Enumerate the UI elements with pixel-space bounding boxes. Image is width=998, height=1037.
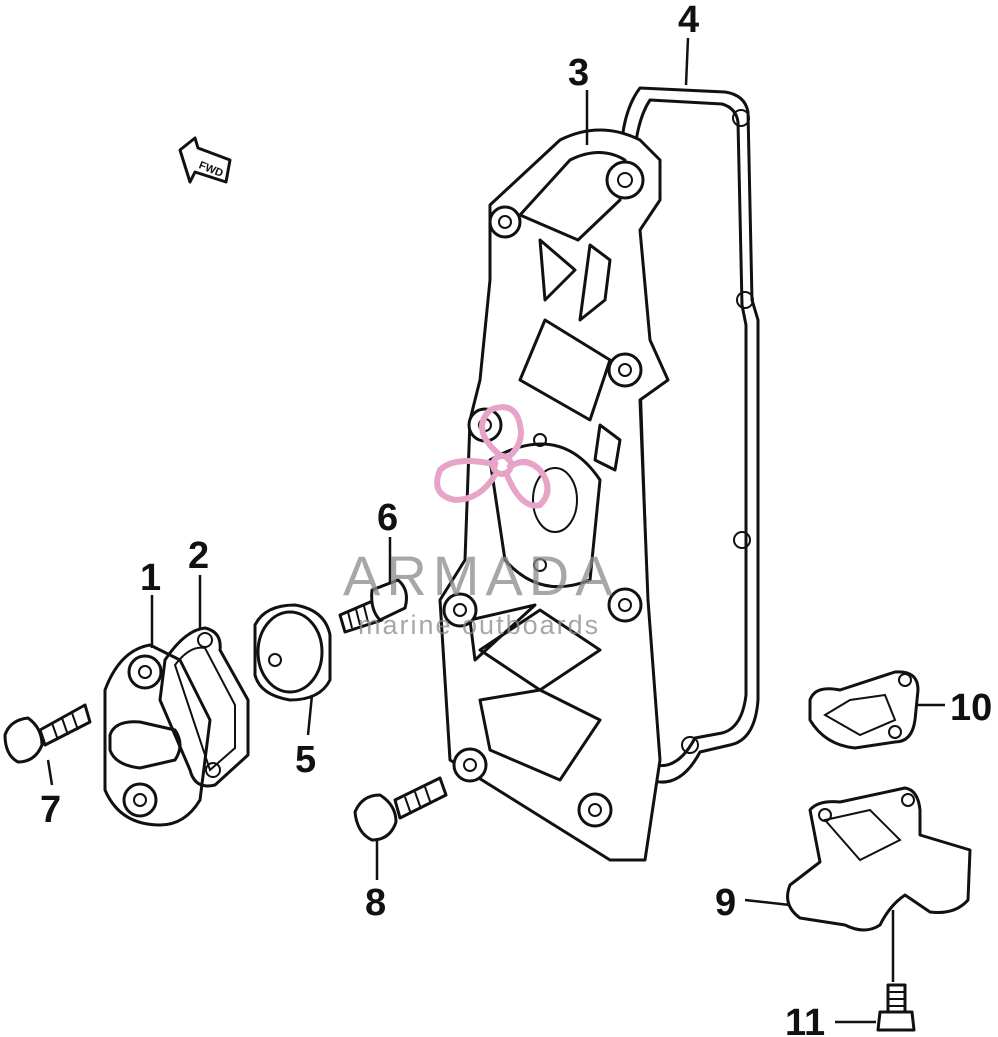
callout-11: 11 (785, 1002, 825, 1037)
callout-3: 3 (568, 52, 589, 94)
elbow-housing-part-9 (786, 786, 972, 932)
callout-7: 7 (40, 789, 61, 831)
watermark-brand: ARMADA (343, 544, 619, 607)
callout-2: 2 (188, 535, 209, 577)
callout-4: 4 (678, 0, 699, 41)
callout-5: 5 (295, 739, 316, 781)
thermostat-part-5 (253, 603, 332, 702)
cover-plate-part-3 (438, 128, 670, 862)
screw-part-11 (876, 983, 916, 1032)
watermark: ARMADA marine outboards (343, 404, 619, 640)
gasket-part-10 (808, 670, 920, 750)
bolt-part-8 (353, 776, 448, 842)
forward-arrow-icon: FWD (178, 136, 232, 184)
leader-lines (46, 37, 945, 1024)
callout-10: 10 (950, 687, 992, 729)
callout-6: 6 (377, 497, 398, 539)
callouts: 1 2 3 4 5 6 7 8 9 10 11 (40, 0, 992, 1037)
cap-part-1 (103, 643, 212, 827)
callout-9: 9 (715, 882, 736, 924)
bolt-part-6 (338, 578, 408, 634)
callout-1: 1 (140, 557, 161, 599)
callout-8: 8 (365, 882, 386, 924)
propeller-logo-icon (434, 404, 551, 509)
gasket-part-2 (158, 626, 250, 788)
watermark-tagline: marine outboards (358, 610, 600, 640)
bolt-part-7 (3, 703, 92, 764)
